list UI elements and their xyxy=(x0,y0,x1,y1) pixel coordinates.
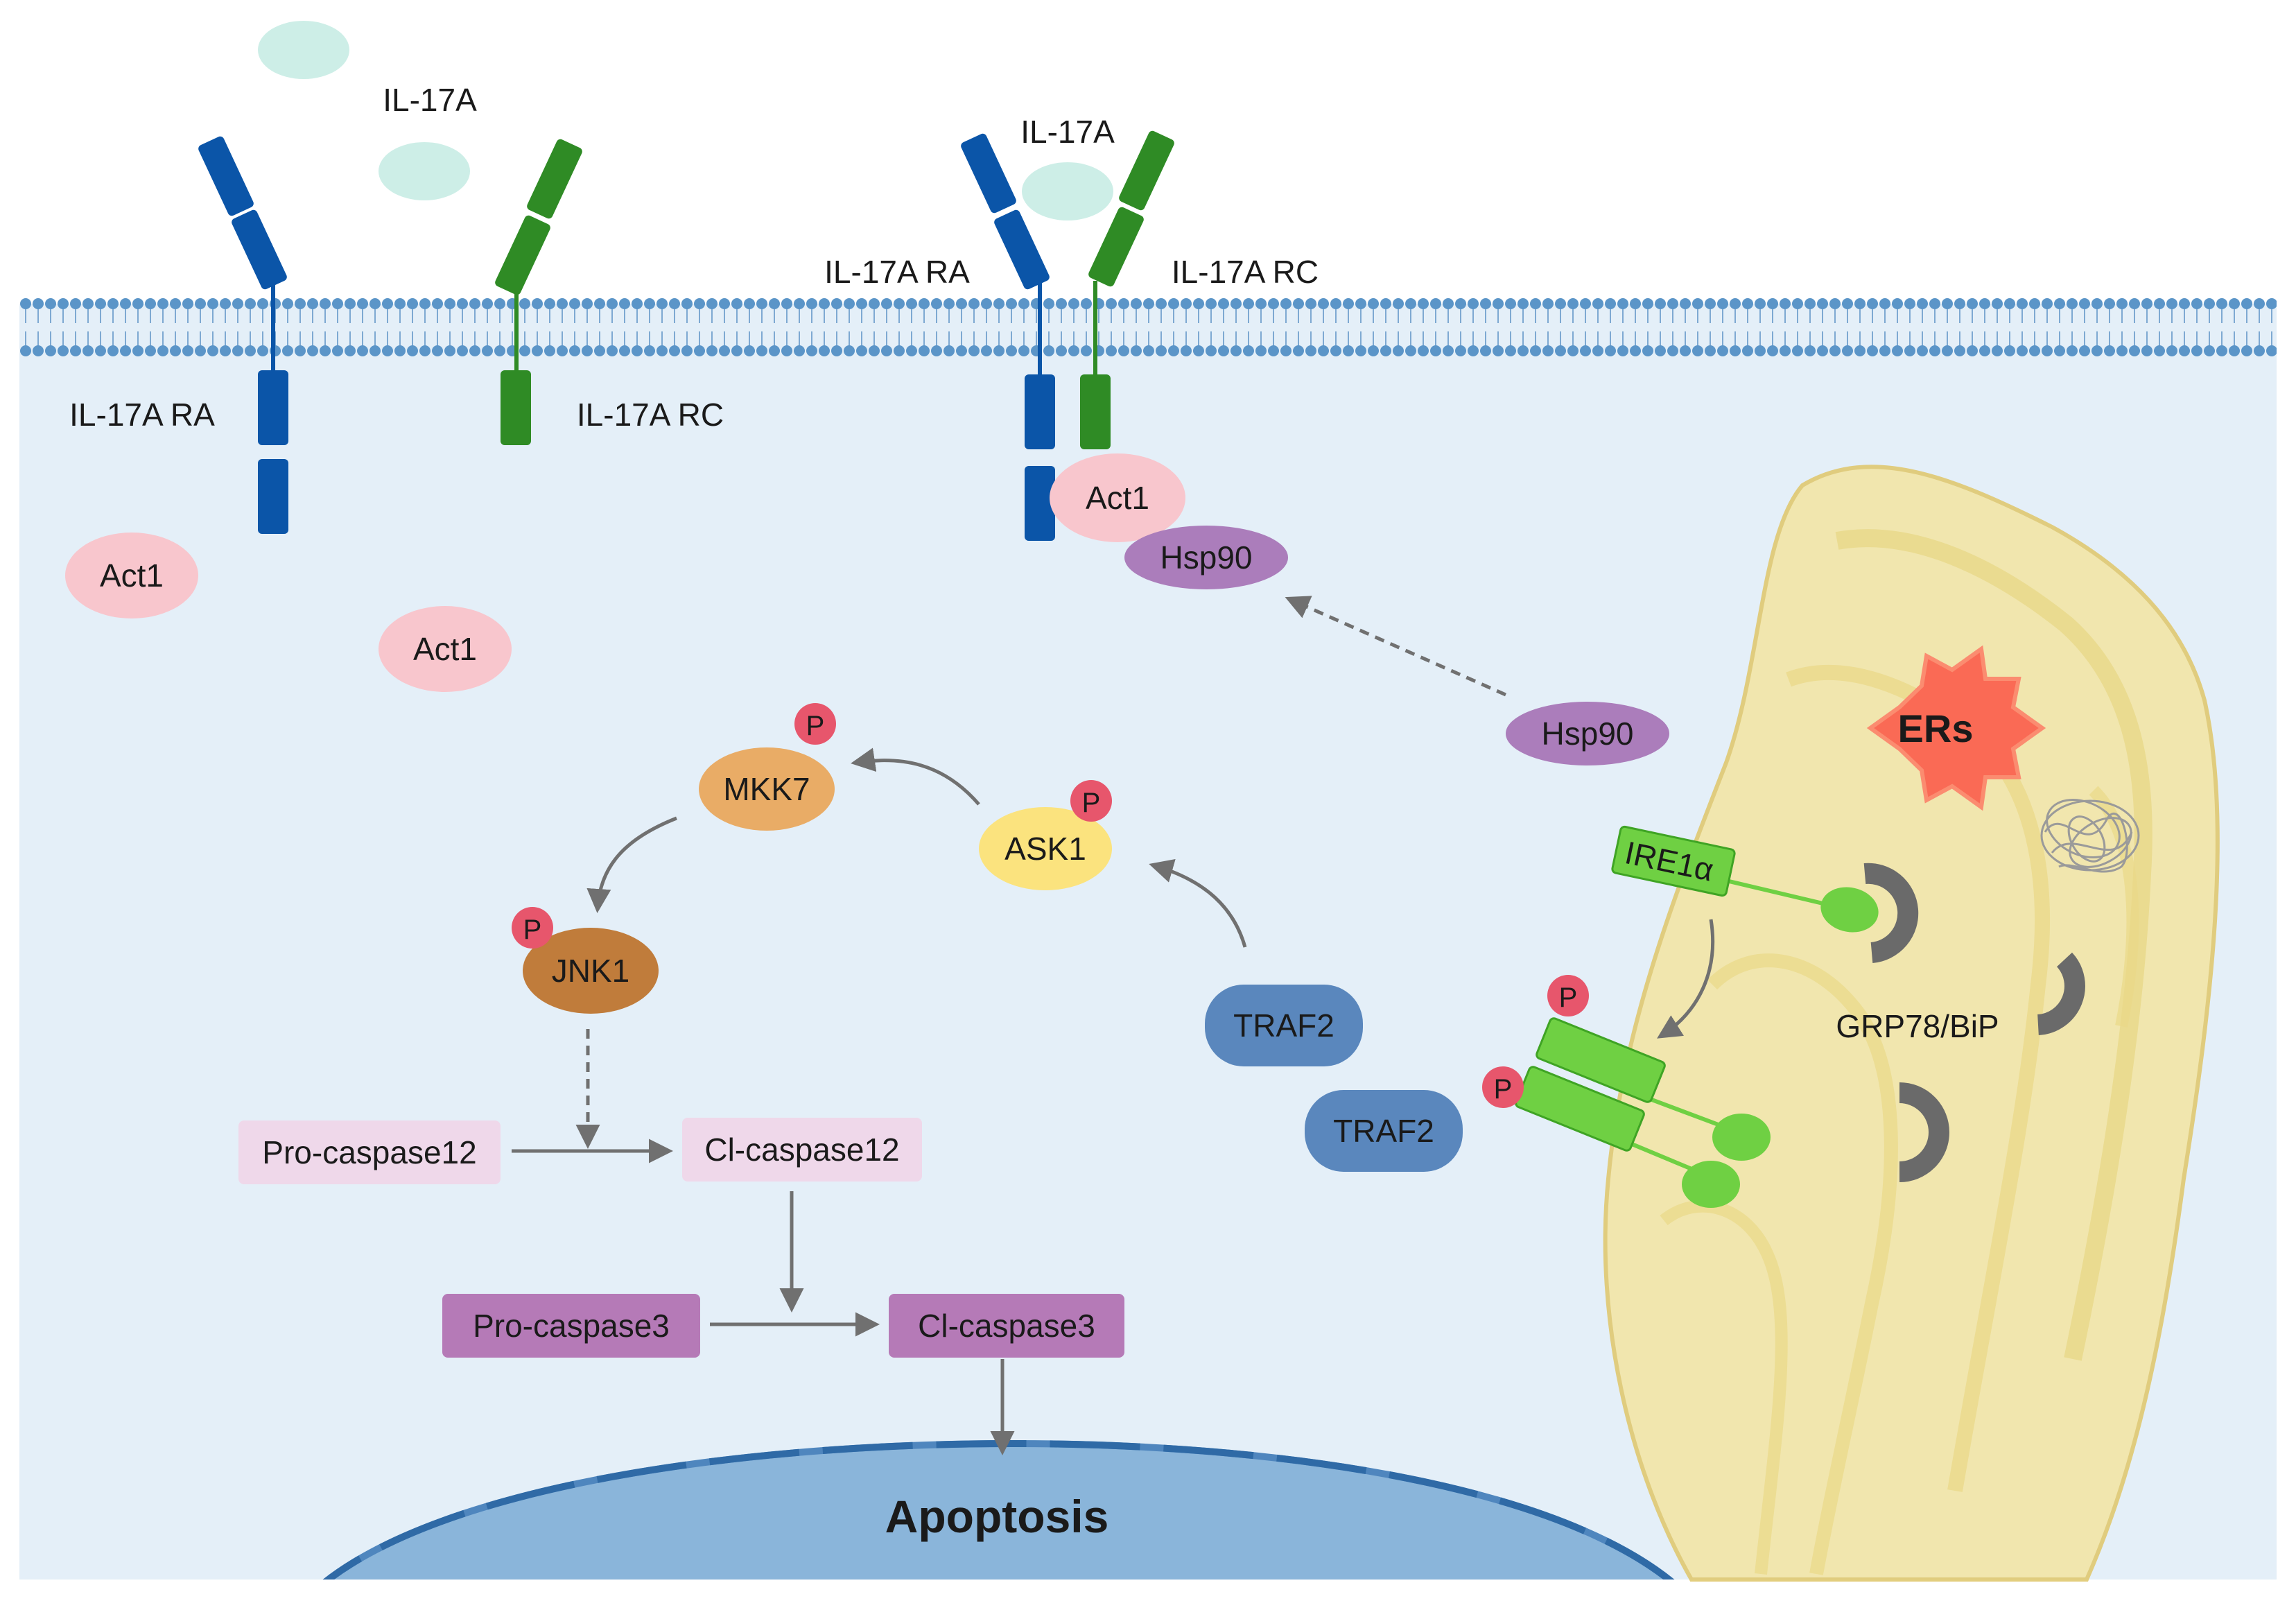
ask1-node xyxy=(979,807,1112,890)
il17a-rc-receptor-right xyxy=(1080,130,1174,449)
hsp90-free xyxy=(1506,702,1669,765)
jnk1-phospho-badge xyxy=(512,907,553,949)
ire1a-monomer xyxy=(1611,825,1879,933)
apoptosis-label: Apoptosis xyxy=(885,1491,1109,1542)
er-stress-burst xyxy=(1866,645,2046,811)
grp78-label: GRP78/BiP xyxy=(1836,1008,1999,1044)
jnk1-label: JNK1 xyxy=(552,953,629,989)
pro-caspase3-label: Pro-caspase3 xyxy=(473,1308,670,1344)
plasma-membrane xyxy=(19,297,2277,358)
grp78-chaperone-b xyxy=(2037,952,2085,1035)
ire1a-dimer-phosphorylated xyxy=(1515,1017,1771,1208)
ask1-phospho-badge xyxy=(1070,780,1112,822)
traf2-node-b xyxy=(1305,1090,1463,1172)
il17a-rc-label-left: IL-17A RC xyxy=(577,397,724,433)
il17a-ra-label-left: IL-17A RA xyxy=(69,397,215,433)
hsp90-bound xyxy=(1124,526,1288,589)
il17a-rc-label-right: IL-17A RC xyxy=(1172,254,1319,290)
act1-label-bound: Act1 xyxy=(1086,480,1149,516)
il17a-ligand-bound xyxy=(1022,162,1113,220)
traf2-to-ask1-arrow xyxy=(1149,858,1247,948)
cl-caspase12-label: Cl-caspase12 xyxy=(704,1132,899,1168)
il17a-rc-receptor-left xyxy=(495,139,582,445)
pro-caspase12-label: Pro-caspase12 xyxy=(262,1134,476,1170)
hsp90-label-bound: Hsp90 xyxy=(1160,539,1253,576)
il17a-label-right: IL-17A xyxy=(1020,114,1115,150)
mkk7-node xyxy=(699,747,835,831)
mkk7-phospho-badge xyxy=(794,703,836,745)
act1-label-b: Act1 xyxy=(413,631,477,667)
pro-caspase3-box xyxy=(442,1294,700,1358)
ire1a-phospho-label-top: P xyxy=(1559,983,1578,1013)
grp78-chaperone-a xyxy=(1863,863,1919,963)
cl-caspase3-label: Cl-caspase3 xyxy=(918,1308,1095,1344)
il17a-ligand-free-top xyxy=(258,21,349,79)
jnk1-node xyxy=(523,928,659,1014)
ire1a-dimerization-arrow xyxy=(1657,919,1715,1039)
il17a-ligand-free-bottom xyxy=(379,142,470,200)
traf2-node-a xyxy=(1205,985,1363,1066)
cl-caspase3-box xyxy=(889,1294,1124,1358)
ask1-to-mkk7-arrow xyxy=(851,747,980,806)
act1-free-a xyxy=(65,533,198,618)
ire1a-phospho-label-bottom: P xyxy=(1494,1074,1513,1105)
mkk7-phospho-label: P xyxy=(806,711,825,741)
misfolded-protein-tangle xyxy=(2040,798,2140,873)
traf2-label-b: TRAF2 xyxy=(1333,1113,1434,1149)
il17a-ra-label-right: IL-17A RA xyxy=(824,254,970,290)
ire1a-phospho-badge-top xyxy=(1547,975,1589,1016)
hsp90-label-free: Hsp90 xyxy=(1542,716,1634,752)
act1-label-a: Act1 xyxy=(100,557,164,594)
grp78-chaperone-c xyxy=(1899,1082,1949,1182)
mkk7-label: MKK7 xyxy=(723,771,810,807)
ask1-phospho-label: P xyxy=(1082,788,1101,818)
act1-bound xyxy=(1050,453,1185,542)
jnk1-phospho-label: P xyxy=(523,915,542,945)
ask1-label: ASK1 xyxy=(1004,831,1086,867)
pro-caspase12-box xyxy=(238,1120,501,1184)
il17a-ra-receptor-right xyxy=(961,133,1055,541)
ire1a-phospho-badge-bottom xyxy=(1482,1066,1524,1108)
traf2-label-a: TRAF2 xyxy=(1233,1007,1334,1044)
il17a-ra-receptor-left xyxy=(198,136,288,534)
act1-free-b xyxy=(379,606,512,692)
ers-label: ERs xyxy=(1898,707,1974,750)
cl-caspase12-box xyxy=(682,1118,922,1182)
il17a-label-left: IL-17A xyxy=(383,82,477,118)
hsp90-recruitment-arrow xyxy=(1285,596,1507,697)
mkk7-to-jnk1-arrow xyxy=(586,816,677,913)
